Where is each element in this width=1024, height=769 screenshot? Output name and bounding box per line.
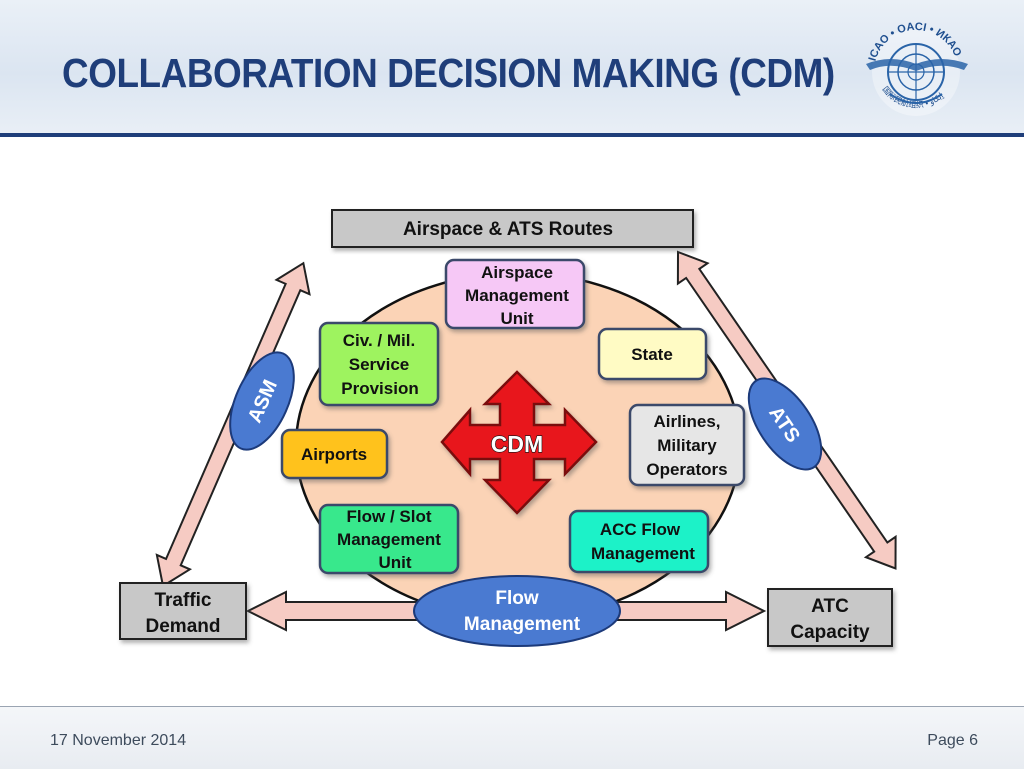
airports-label: Airports (301, 445, 367, 464)
ats-oval: ATS (747, 377, 823, 471)
icao-logo-icon: ICAO • OACI • ИКАО 国际民航组织 • إيكاو (866, 21, 968, 116)
flow-label-line2: Management (464, 614, 581, 635)
footer-date: 17 November 2014 (50, 732, 187, 749)
airlines-line3: Operators (646, 460, 727, 479)
slide-footer: 17 November 2014 Page 6 (0, 706, 1024, 769)
traffic-demand-box: Traffic Demand (119, 582, 247, 640)
flow-label-line1: Flow (495, 588, 538, 609)
flow-slot-line3: Unit (378, 553, 411, 572)
flow-slot-line1: Flow / Slot (347, 507, 432, 526)
airlines-line2: Military (657, 436, 717, 455)
airlines-line1: Airlines, (653, 412, 720, 431)
airspace-mgmt-line2: Management (465, 286, 569, 305)
traffic-demand-line2: Demand (146, 616, 221, 637)
civ-mil-line2: Service (349, 355, 410, 374)
airspace-mgmt-line3: Unit (500, 309, 533, 328)
node-civ-mil-service-provision: Civ. / Mil. Service Provision (318, 321, 440, 407)
slide-header: COLLABORATION DECISION MAKING (CDM) ICAO… (0, 0, 1024, 134)
atc-capacity-box: ATC Capacity (767, 588, 893, 647)
airspace-ats-routes-box: Airspace & ATS Routes (331, 209, 694, 248)
flow-slot-line2: Management (337, 530, 441, 549)
footer-page-number: Page 6 (927, 732, 978, 749)
flow-management-oval: Flow Management (413, 575, 621, 647)
node-airports: Airports (280, 428, 389, 480)
node-acc-flow-management: ACC Flow Management (568, 509, 710, 574)
civ-mil-line3: Provision (341, 379, 418, 398)
acc-flow-line2: Management (591, 544, 695, 563)
node-state: State (597, 327, 708, 381)
slide-title: COLLABORATION DECISION MAKING (CDM) (62, 50, 835, 96)
top-box-label: Airspace & ATS Routes (403, 219, 613, 240)
cdm-label: CDM (491, 431, 543, 457)
node-airspace-management-unit: Airspace Management Unit (444, 258, 586, 330)
cdm-four-way-arrow: CDM (440, 370, 598, 515)
asm-oval: ASM (229, 351, 295, 451)
atc-capacity-line1: ATC (811, 596, 849, 617)
civ-mil-line1: Civ. / Mil. (343, 331, 415, 350)
traffic-demand-line1: Traffic (154, 590, 211, 611)
atc-capacity-line2: Capacity (790, 622, 870, 643)
state-label: State (631, 345, 673, 364)
node-flow-slot-management-unit: Flow / Slot Management Unit (318, 503, 460, 575)
header-rule (0, 133, 1024, 137)
node-airlines-military-operators: Airlines, Military Operators (628, 403, 746, 487)
acc-flow-line1: ACC Flow (600, 520, 681, 539)
airspace-mgmt-line1: Airspace (481, 263, 553, 282)
